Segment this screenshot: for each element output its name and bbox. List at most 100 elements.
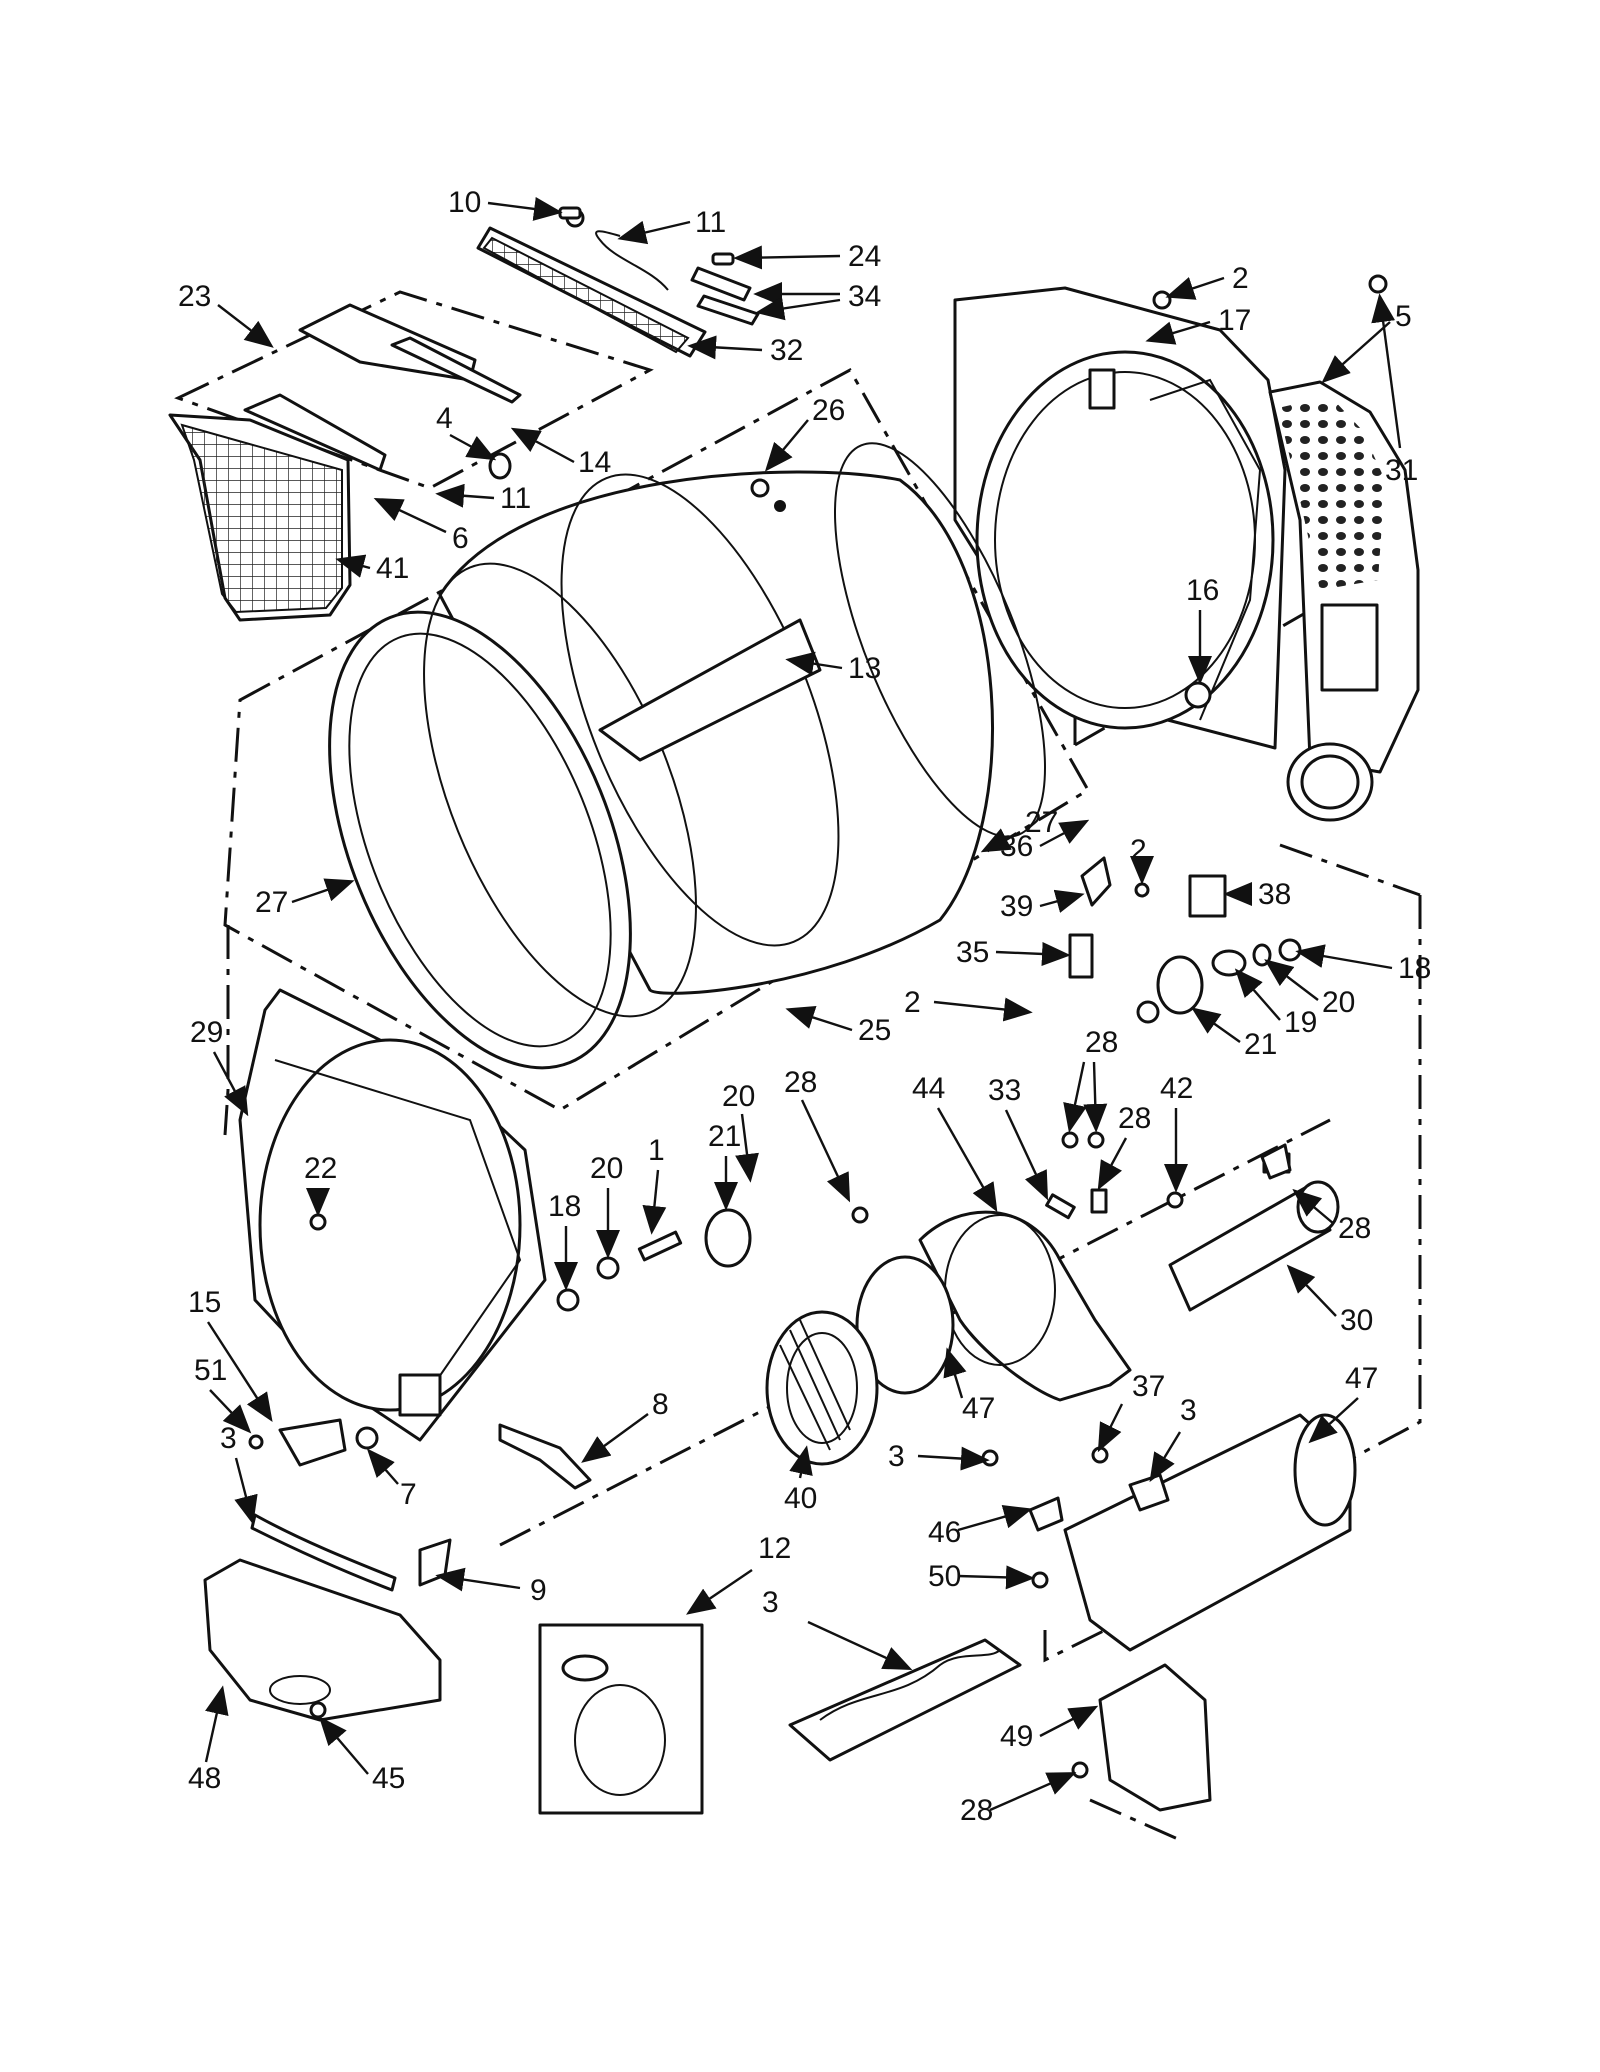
callout-label: 22 [304,1152,337,1185]
callout-49: 3 [762,1586,913,1671]
callout-3-a: 51 [194,1354,252,1434]
callout-29: 29 [190,1016,249,1117]
callout-14: 14 [510,427,611,479]
dryer-drum [328,442,1046,1070]
callout-32: 32 [687,334,803,367]
callout-48: 49 [1000,1705,1099,1753]
callout-51: 15 [188,1286,273,1423]
callout-3-d: 50 [928,1560,1035,1593]
callout-31: 31 [1371,293,1418,487]
callout-36: 36 [1000,819,1090,863]
callout-label: 38 [1258,878,1291,911]
callout-26: 26 [764,394,845,472]
small-hardware [248,274,1388,1779]
callout-24: 24 [733,240,881,273]
callout-50: 12 [686,1532,791,1615]
callout-label: 50 [928,1560,961,1593]
callout-21-right: 21 [1191,1007,1277,1061]
callout-label: 8 [652,1388,669,1421]
callout-label: 16 [1186,574,1219,607]
callout-label: 24 [848,240,881,273]
callout-label: 40 [784,1482,817,1515]
callout-28-d: 45 [318,1716,405,1795]
callout-label: 42 [1160,1072,1193,1105]
callout-label: 2 [1232,262,1249,295]
heater-duct [1063,1413,1357,1652]
callout-28-c: 42 [1160,1072,1193,1193]
callout-label: 36 [1000,830,1033,863]
callout-3-e: 28 [960,1772,1077,1827]
callout-label: 46 [928,1516,961,1549]
callout-label: 20 [722,1080,755,1113]
callout-46: 47 [1308,1362,1378,1444]
callout-4: 4 [436,402,497,461]
heater-element [788,1638,1022,1762]
callout-28-b: 28 [1063,1026,1118,1133]
callout-label: 21 [1244,1028,1277,1061]
callout-label: 11 [500,482,531,515]
callout-label: 3 [762,1586,779,1619]
callout-label: 48 [188,1762,221,1795]
lint-screen-grille [476,208,707,358]
callout-34: 34 [753,280,881,321]
callout-40: 47 [943,1347,995,1425]
callout-8: 7 [366,1448,417,1511]
blower-housing [918,1210,1132,1402]
callout-11b: 11 [435,482,531,515]
callout-label: 39 [1000,890,1033,923]
callout-label: 14 [578,446,611,479]
callout-3-b: 37 [1097,1370,1165,1453]
heater-bracket [1098,1663,1212,1812]
hardware-top-cluster [558,206,760,326]
callout-label: 23 [178,280,211,313]
callout-label: 29 [190,1016,223,1049]
callout-label: 47 [1345,1362,1378,1395]
callout-45: 48 [188,1685,229,1795]
callout-label: 41 [376,552,409,585]
callout-12: 9 [435,1567,547,1607]
callout-label: 3 [220,1422,237,1455]
callout-10: 10 [448,186,563,221]
callout-label: 27 [1025,806,1058,839]
callout-label: 2 [1130,834,1147,867]
callout-label: 12 [758,1532,791,1565]
callout-label: 34 [848,280,881,313]
callout-42: 28 [1097,1102,1151,1191]
callout-7: 3 [220,1422,258,1525]
blower-wheel [765,1310,879,1466]
callout-label: 3 [888,1440,905,1473]
callout-6: 6 [373,497,469,555]
callout-2-low: 2 [904,986,1033,1022]
callout-2-top: 2 [1165,262,1249,300]
rear-bulkhead [953,286,1287,750]
callout-label: 9 [530,1574,547,1607]
callout-30: 28 [1292,1188,1371,1245]
callout-23: 23 [178,280,274,348]
callout-21-left: 21 [708,1120,741,1211]
callout-1: 1 [642,1134,667,1235]
callout-label: 28 [784,1066,817,1099]
callout-13: 13 [785,651,881,685]
callout-label: 18 [1398,952,1431,985]
callout-label: 26 [812,394,845,427]
kit-box [538,1623,704,1815]
callout-47-left: 8 [581,1388,669,1463]
callout-label: 25 [858,1014,891,1047]
callout-20-b: 20 [590,1152,623,1259]
callout-label: 28 [1118,1102,1151,1135]
callout-16: 16 [1186,574,1219,685]
callout-label: 13 [848,652,881,685]
blower-seal-ring [855,1255,955,1395]
callout-41: 41 [335,552,409,585]
callout-label: 17 [1218,304,1251,337]
callout-38: 38 [1223,878,1291,911]
callout-47-right: 3 [1149,1394,1197,1483]
callout-2-mid: 2 [1130,834,1154,885]
callout-label: 31 [1385,454,1418,487]
callout-5: 5 [1321,300,1412,384]
callout-label: 21 [708,1120,741,1153]
back-panel-vents [1268,380,1420,822]
lint-housing-parts [243,303,522,480]
callout-label: 33 [988,1074,1021,1107]
callout-label: 11 [695,206,726,239]
